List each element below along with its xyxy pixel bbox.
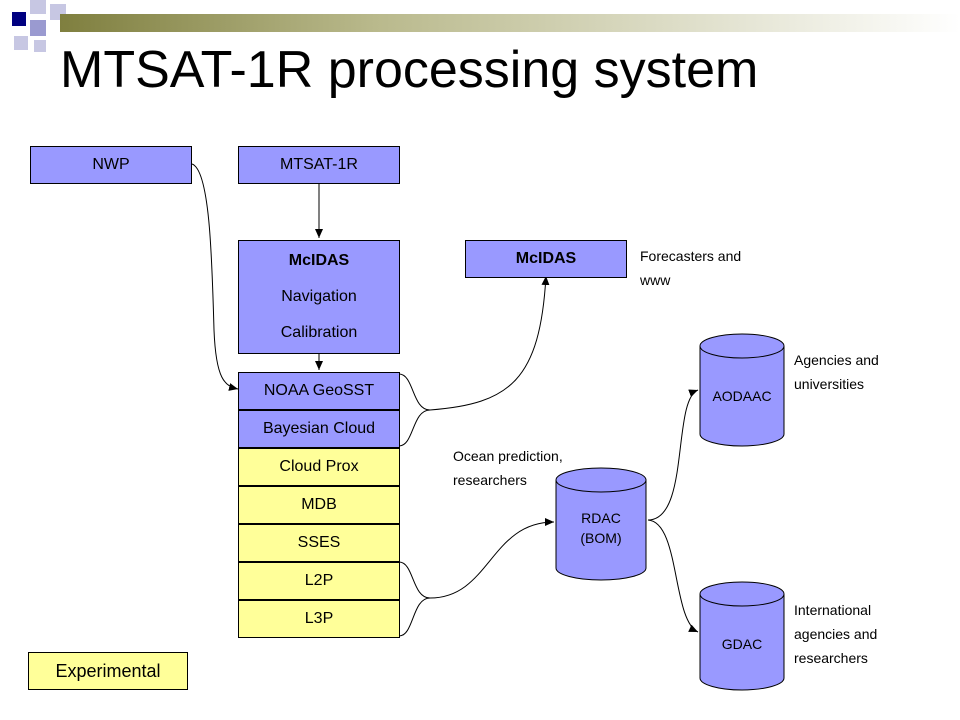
annotation-ocean: Ocean prediction, researchers — [453, 448, 563, 488]
gdac-cylinder — [699, 581, 785, 691]
nwp-box: NWP — [30, 146, 192, 184]
annotation-forecasters: Forecasters and www — [640, 248, 742, 288]
rdac-label-line1: RDAC — [581, 510, 621, 526]
rdac-cylinder — [555, 467, 647, 581]
mcidas-output-box: McIDAS — [465, 240, 627, 278]
annotation-international: International agencies and researchers — [794, 602, 878, 666]
page-title: MTSAT-1R processing system — [60, 41, 759, 99]
stack-mdb: MDB — [238, 486, 400, 524]
mcidas-main-heading: McIDAS — [288, 252, 350, 269]
annotation-agencies: Agencies and universities — [794, 352, 879, 392]
aodaac-label: AODAAC — [712, 388, 772, 404]
stack-sses: SSES — [238, 524, 400, 562]
mcidas-navigation: Navigation — [281, 288, 357, 305]
mcidas-main-box: McIDAS Navigation Calibration — [238, 240, 400, 354]
logo-squares — [0, 0, 80, 60]
stack-noaa-geosst: NOAA GeoSST — [238, 372, 400, 410]
aodaac-cylinder — [699, 333, 785, 447]
gdac-label: GDAC — [721, 636, 763, 652]
header-gradient-bar — [60, 14, 960, 32]
rdac-label-line2: (BOM) — [580, 530, 622, 546]
mcidas-calibration: Calibration — [280, 324, 358, 341]
stack-cloud-prox: Cloud Prox — [238, 448, 400, 486]
stack-bayesian-cloud: Bayesian Cloud — [238, 410, 400, 448]
mtsat-box: MTSAT-1R — [238, 146, 400, 184]
experimental-label: Experimental — [28, 652, 188, 690]
stack-l3p: L3P — [238, 600, 400, 638]
stack-l2p: L2P — [238, 562, 400, 600]
